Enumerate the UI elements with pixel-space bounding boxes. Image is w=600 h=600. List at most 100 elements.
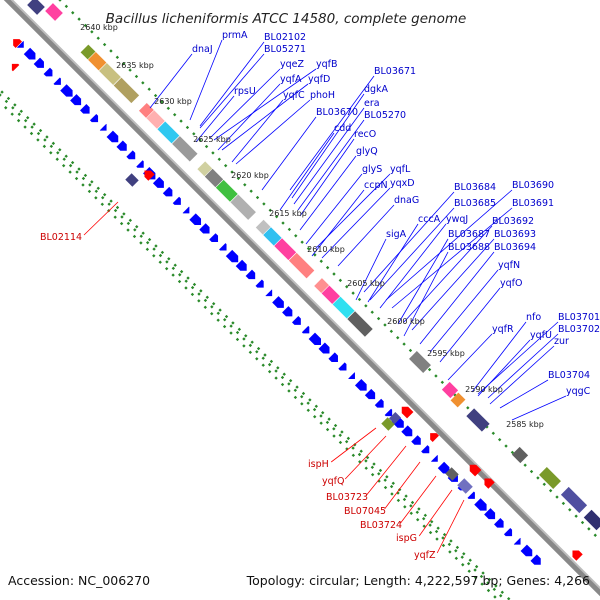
guide-dot: [68, 163, 73, 168]
leader-line: [149, 53, 193, 109]
guide-dot: [357, 297, 362, 302]
feature-box: [215, 179, 238, 202]
guide-dot: [113, 215, 117, 219]
guide-dot: [391, 481, 395, 485]
guide-dot: [434, 374, 438, 378]
forward-cds-arrow: [265, 289, 273, 297]
feature-box: [466, 408, 490, 432]
forward-cds-arrow: [484, 508, 496, 520]
guide-dot: [75, 170, 79, 174]
guide-dot: [462, 552, 466, 556]
reverse-cds-arrow: [572, 550, 583, 561]
feature-box: [230, 194, 256, 220]
guide-dot: [16, 118, 21, 123]
forward-cds-arrow: [99, 123, 107, 131]
guide-dot: [74, 176, 79, 181]
forward-cds-arrow-group: [60, 84, 73, 97]
feature-box: [274, 238, 297, 261]
gene-label-forward: BL02102: [264, 32, 306, 43]
forward-cds-arrow: [17, 41, 24, 48]
guide-dot: [319, 259, 323, 263]
scale-tick-label: 2600 kbp: [387, 317, 425, 326]
guide-dot: [242, 337, 246, 341]
guide-dot: [523, 463, 527, 467]
guide-dot: [313, 415, 317, 419]
guide-dot: [113, 208, 118, 213]
guide-dot: [139, 234, 143, 238]
feature-box-group: [321, 285, 340, 304]
guide-dot: [332, 434, 336, 438]
guide-dot: [346, 436, 351, 441]
guide-dot: [19, 109, 24, 114]
feature-box-group: [274, 238, 297, 261]
guide-dot: [417, 507, 421, 511]
guide-dot: [135, 225, 139, 229]
forward-cds-arrow: [318, 342, 330, 354]
gene-label-forward: yqfO: [500, 278, 522, 289]
forward-cds-arrow: [53, 77, 61, 85]
forward-cds-arrow: [89, 113, 99, 123]
guide-dot: [396, 336, 400, 340]
gene-label-forward: yqgC: [566, 386, 591, 397]
guide-dot: [441, 536, 445, 540]
guide-dot: [287, 227, 292, 232]
feature-box-group: [457, 478, 473, 494]
guide-dot: [160, 250, 165, 255]
feature-box-group: [388, 411, 402, 425]
guide-dot: [422, 517, 426, 521]
guide-dot: [26, 116, 30, 120]
guide-dot: [23, 118, 28, 123]
feature-box: [332, 296, 355, 319]
forward-cds-arrow-group: [17, 41, 24, 48]
forward-cds-arrow: [209, 233, 219, 243]
feature-box-group: [583, 509, 600, 531]
leader-line: [217, 83, 281, 151]
gene-label-forward: BL03702: [558, 324, 600, 335]
leader-line: [489, 345, 555, 405]
feature-box-group: [347, 311, 373, 337]
feature-box-group: [450, 392, 466, 408]
feature-box: [146, 110, 165, 129]
forward-cds-arrow: [43, 67, 53, 77]
forward-cds-arrow: [182, 206, 190, 214]
guide-dot: [36, 138, 40, 142]
guide-dot: [333, 423, 338, 428]
guide-dot: [454, 549, 458, 553]
forward-cds-arrow-group: [182, 206, 190, 214]
leader-line: [429, 269, 499, 353]
guide-dot: [287, 382, 291, 386]
guide-dot: [216, 318, 220, 322]
leader-line: [439, 287, 501, 363]
guide-dot: [499, 594, 503, 598]
leader-line: [289, 75, 375, 191]
guide-dot: [173, 113, 177, 117]
gene-label-forward: recO: [354, 129, 376, 140]
guide-dot: [88, 183, 92, 187]
guide-dot: [389, 329, 394, 334]
guide-dot: [269, 359, 274, 364]
guide-dot: [327, 417, 331, 421]
guide-dot: [192, 282, 197, 287]
guide-dot: [474, 564, 479, 569]
gene-label-forward: yqfA: [280, 74, 302, 85]
guide-dot: [357, 452, 362, 457]
guide-dot: [529, 469, 534, 474]
forward-cds-arrow-group: [384, 408, 393, 417]
forward-cds-arrow-group: [318, 342, 330, 354]
forward-cds-arrow-group: [354, 378, 367, 391]
guide-dot: [139, 241, 143, 245]
guide-dot: [192, 132, 196, 136]
guide-dot: [370, 472, 375, 477]
leader-line: [447, 333, 493, 381]
gene-label-forward: yqfC: [283, 90, 305, 101]
guide-dot: [203, 298, 208, 303]
feature-box: [27, 0, 45, 15]
feature-box: [88, 52, 107, 71]
guide-dot: [94, 196, 98, 200]
guide-dot: [255, 350, 259, 354]
forward-cds-arrow-group: [291, 315, 301, 325]
feature-box-group: [146, 110, 165, 129]
guide-dot: [338, 440, 343, 445]
scale-tick-label: 2590 kbp: [465, 385, 503, 394]
